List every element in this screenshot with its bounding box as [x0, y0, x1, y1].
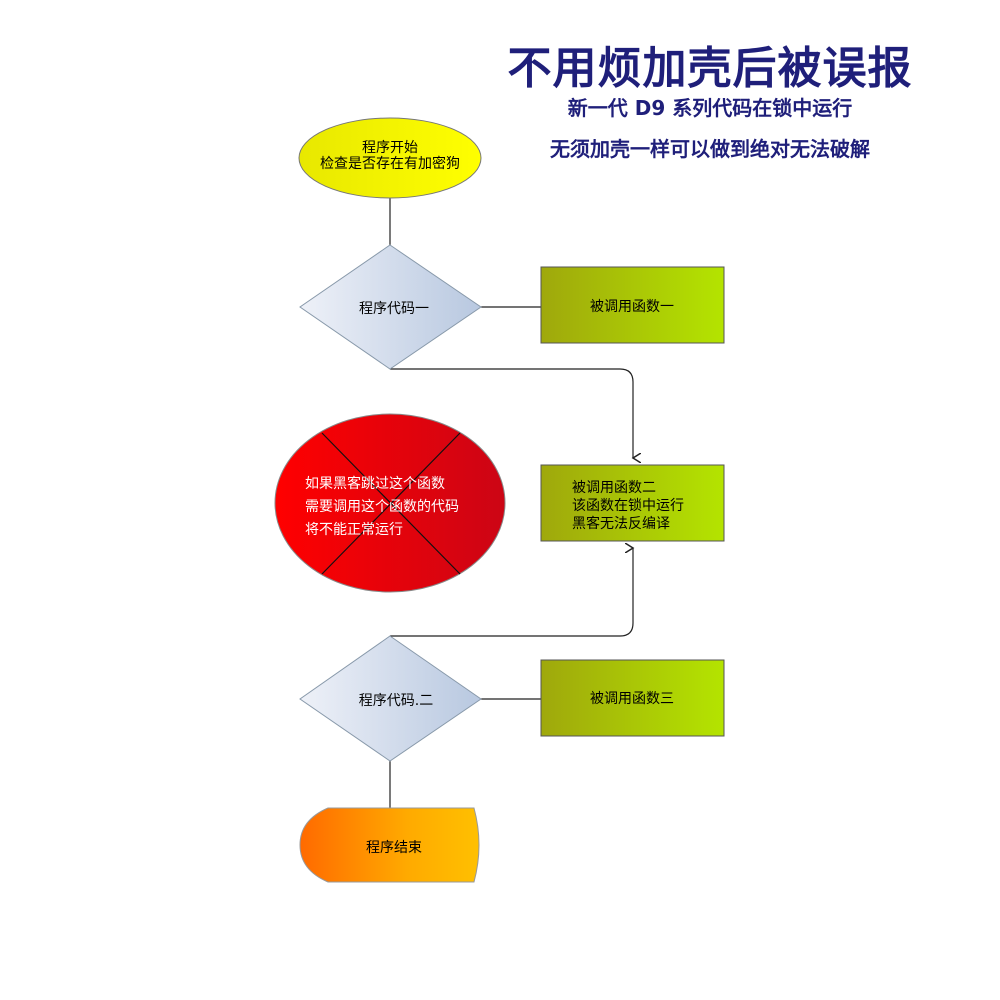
cross-mark [321, 432, 461, 575]
function-3-box: 被调用函数三 [540, 659, 725, 737]
decision-2-label: 程序代码.二 [359, 693, 433, 709]
start-node: 程序开始 检查是否存在有加密狗 [298, 117, 482, 199]
function-2-box: 被调用函数二 该函数在锁中运行 黑客无法反编译 [540, 464, 725, 542]
decision-1: 程序代码一 [299, 244, 482, 370]
function-2-line-1: 被调用函数二 [572, 480, 656, 496]
subtitle-2: 无须加壳一样可以做到绝对无法破解 [550, 137, 870, 161]
function-1-label: 被调用函数一 [590, 299, 674, 315]
warning-node: 如果黑客跳过这个函数 需要调用这个函数的代码 将不能正常运行 [274, 413, 506, 593]
decision-2: 程序代码.二 [299, 635, 482, 762]
function-2-line-2: 该函数在锁中运行 [572, 498, 684, 514]
decision-1-label: 程序代码一 [359, 301, 429, 317]
end-label: 程序结束 [366, 840, 422, 856]
start-line-1: 程序开始 [362, 140, 418, 156]
function-3-label: 被调用函数三 [590, 691, 674, 707]
start-line-2: 检查是否存在有加密狗 [320, 155, 460, 172]
function-1-box: 被调用函数一 [540, 266, 725, 344]
function-2-line-3: 黑客无法反编译 [572, 515, 670, 532]
warning-line-1: 如果黑客跳过这个函数 [305, 475, 445, 492]
page-title: 不用烦加壳后被误报 [507, 43, 913, 94]
warning-line-2: 需要调用这个函数的代码 [305, 498, 459, 515]
end-node: 程序结束 [299, 807, 480, 883]
arrow-to-func2 [390, 368, 633, 458]
subtitle-1: 新一代 D9 系列代码在锁中运行 [567, 96, 853, 120]
warning-line-3: 将不能正常运行 [305, 522, 403, 538]
arrow-from-decision2 [390, 548, 633, 637]
